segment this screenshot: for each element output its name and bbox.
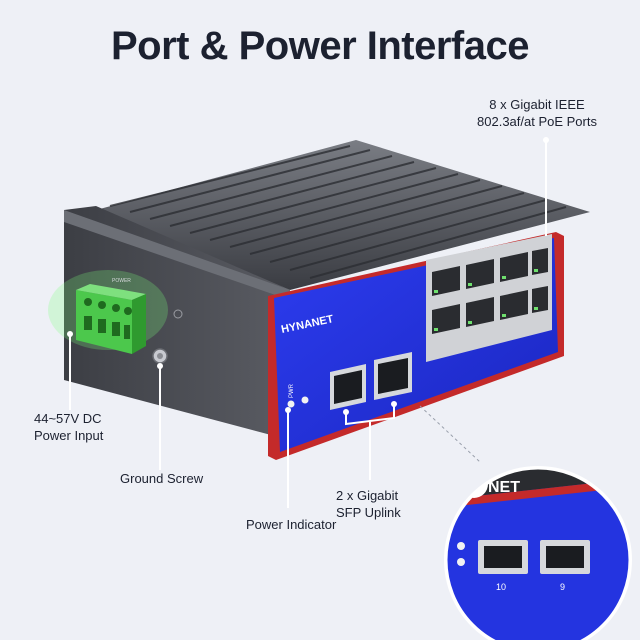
front-panel: HYNANET PWR	[268, 232, 564, 460]
svg-text:9: 9	[560, 582, 565, 592]
housing-top	[96, 140, 590, 290]
callout-power-indicator: Power Indicator	[246, 517, 337, 532]
svg-text:10: 10	[496, 582, 506, 592]
svg-text:POWER: POWER	[112, 278, 131, 284]
power-led-1	[287, 400, 295, 408]
callout-lines	[69, 140, 547, 508]
callout-sfp-uplink: 2 x Gigabit SFP Uplink	[336, 488, 401, 520]
callout-poe-ports: 8 x Gigabit IEEE 802.3af/at PoE Ports	[477, 97, 597, 129]
svg-text:NET: NET	[488, 479, 520, 496]
ground-screw	[152, 309, 183, 364]
poe-ports[interactable]	[432, 248, 548, 334]
page-title: Port & Power Interface	[110, 24, 530, 68]
callout-power-input: 44~57V DC Power Input	[34, 411, 104, 443]
callout-ground-screw: Ground Screw	[120, 471, 204, 486]
sfp-port-10[interactable]	[330, 364, 366, 410]
svg-text:PWR: PWR	[289, 383, 295, 398]
power-led-2	[301, 396, 309, 404]
terminal-block: POWER	[48, 270, 168, 354]
rj45-port-block	[426, 234, 552, 362]
zoom-inset: NET 10 9	[444, 466, 632, 640]
sfp-port-9[interactable]	[374, 352, 412, 400]
housing-side	[64, 206, 290, 440]
